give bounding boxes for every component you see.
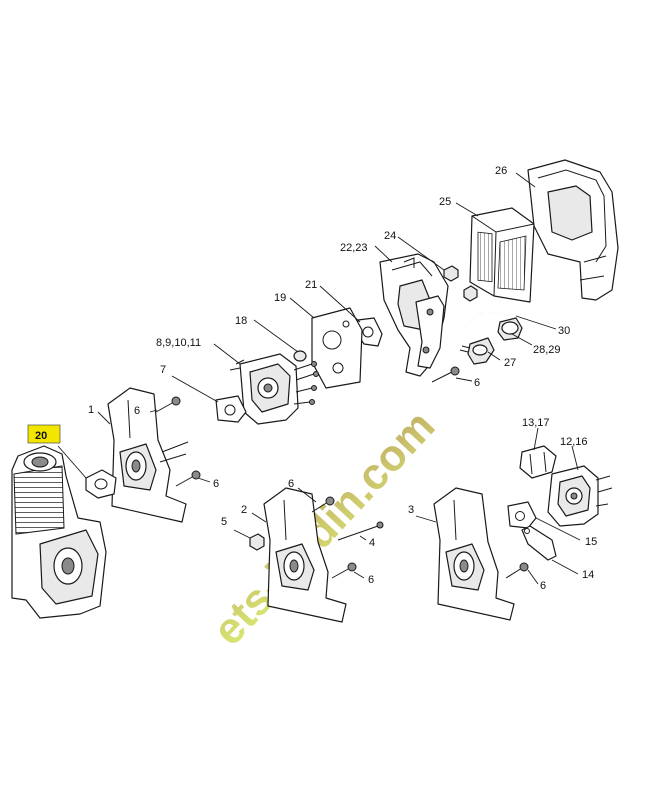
callout-6[interactable]: 6 [213, 478, 219, 490]
callout-2[interactable]: 2 [241, 504, 247, 516]
callout-14[interactable]: 14 [582, 569, 594, 581]
callout-5[interactable]: 5 [221, 516, 227, 528]
gasket-19 [311, 307, 363, 389]
highlight-box-20 [27, 424, 61, 444]
screw-6c [175, 470, 201, 487]
connector-13-17 [519, 445, 557, 479]
fuel-pump-primer [497, 317, 523, 341]
carburetor-housing-2 [263, 487, 347, 623]
callout-8-9-10-11[interactable]: 8,9,10,11 [156, 337, 201, 349]
callout-12-16[interactable]: 12,16 [560, 436, 588, 448]
callout-19[interactable]: 19 [274, 292, 286, 304]
callout-15[interactable]: 15 [585, 536, 597, 548]
nut-5 [249, 533, 265, 551]
gasket-15 [507, 501, 537, 529]
screw-6b [155, 396, 181, 413]
hex-nut-24b [463, 285, 478, 302]
carburetor-housing-1 [107, 387, 189, 523]
callout-25[interactable]: 25 [439, 196, 451, 208]
callout-6[interactable]: 6 [368, 574, 374, 586]
callout-21[interactable]: 21 [305, 279, 317, 291]
screw-6e [331, 562, 357, 579]
callout-4[interactable]: 4 [369, 537, 375, 549]
gasket-7 [215, 395, 247, 423]
callout-6[interactable]: 6 [540, 580, 546, 592]
carburetor-main [229, 353, 319, 425]
carburetor-box-base-plate [379, 253, 449, 377]
callout-30[interactable]: 30 [558, 325, 570, 337]
fitting-27 [459, 337, 495, 365]
callout-3[interactable]: 3 [408, 504, 414, 516]
callout-28-29[interactable]: 28,29 [533, 344, 561, 356]
callout-22-23[interactable]: 22,23 [340, 242, 368, 254]
carburetor-housing-3 [433, 487, 515, 621]
callout-18[interactable]: 18 [235, 315, 247, 327]
callout-20[interactable]: 20 [35, 430, 47, 442]
engine-cylinder [11, 445, 107, 619]
air-filter-cover [527, 159, 619, 301]
gasket-21 [355, 317, 383, 347]
callout-26[interactable]: 26 [495, 165, 507, 177]
hex-nut-24 [443, 265, 459, 282]
plug-18 [293, 350, 307, 362]
leader-lines [57, 172, 581, 585]
callout-6[interactable]: 6 [288, 478, 294, 490]
vent-hose [463, 311, 517, 331]
air-filter [469, 207, 535, 303]
callout-6[interactable]: 6 [474, 377, 480, 389]
callout-27[interactable]: 27 [504, 357, 516, 369]
screw-6f [505, 562, 529, 579]
carburetor-12-16 [547, 465, 613, 527]
callout-24[interactable]: 24 [384, 230, 396, 242]
intake-flange-20 [85, 469, 117, 499]
callout-13-17[interactable]: 13,17 [522, 417, 550, 429]
screw-6a [431, 366, 460, 383]
callout-1[interactable]: 1 [88, 404, 94, 416]
bolt-4 [337, 521, 384, 541]
screw-6d [311, 496, 335, 513]
bracket-14 [521, 525, 557, 561]
callout-7[interactable]: 7 [160, 364, 166, 376]
callout-6[interactable]: 6 [134, 405, 140, 417]
